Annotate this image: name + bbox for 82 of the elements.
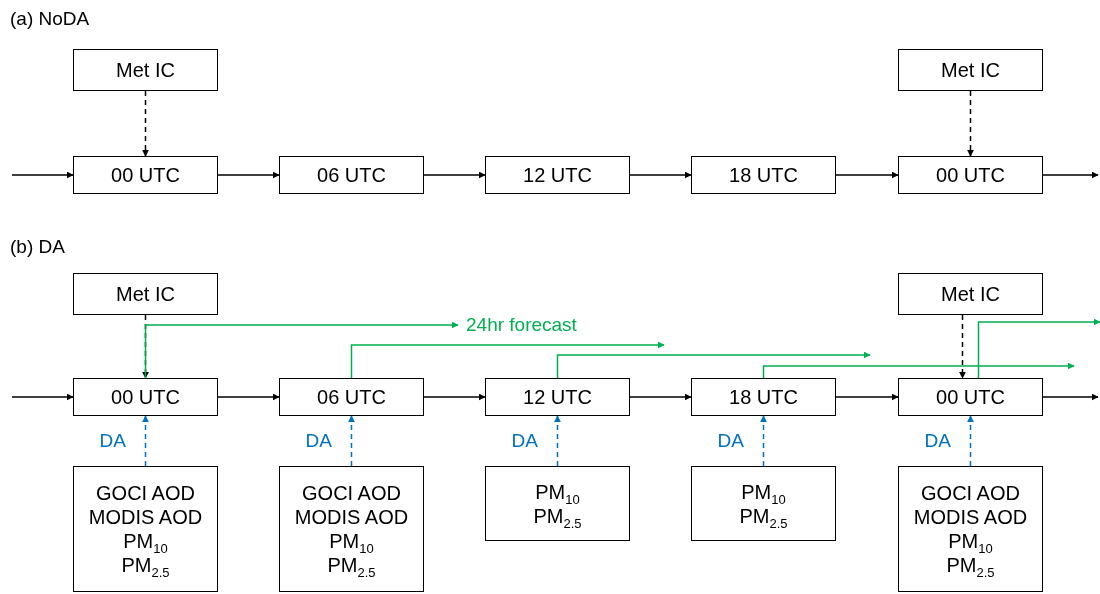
box-text: PM$_{10}$ [123, 529, 168, 553]
edge-label: DA [924, 430, 951, 452]
process-box [898, 466, 1043, 592]
arrow [629, 171, 692, 179]
box-text: PM$_{10}$ [741, 479, 786, 504]
edge-label: DA [717, 430, 744, 452]
arrow [348, 415, 355, 467]
box-text: PM$_{2.5}$ [121, 553, 170, 577]
box-text: PM$_{2.5}$ [739, 504, 788, 528]
box-text: GOCI AOD [302, 481, 401, 505]
box-text: 18 UTC [729, 385, 798, 409]
edge-label: DA [99, 430, 126, 452]
box-text: PM$_{10}$ [948, 529, 993, 553]
process-box [691, 156, 836, 194]
process-box [485, 156, 630, 194]
arrow [556, 351, 871, 379]
edge-label: DA [305, 430, 332, 452]
arrow [350, 341, 665, 379]
process-box [73, 378, 218, 416]
arrow [423, 393, 486, 401]
process-box [73, 273, 218, 315]
panel-label: (a) NoDA [10, 8, 90, 30]
arrow [977, 318, 1100, 379]
box-text: GOCI AOD [96, 481, 195, 505]
arrow [835, 393, 899, 401]
arrow [142, 90, 149, 157]
box-text: 12 UTC [523, 385, 592, 409]
process-box [279, 378, 424, 416]
box-text: Met IC [116, 282, 175, 306]
box-text: Met IC [941, 282, 1000, 306]
arrow [554, 415, 561, 467]
process-box [898, 49, 1043, 91]
box-text: 06 UTC [317, 385, 386, 409]
box-text: MODIS AOD [88, 505, 203, 529]
box-text: PM$_{10}$ [535, 479, 580, 504]
arrow [629, 393, 692, 401]
process-box [691, 378, 836, 416]
arrow [11, 171, 74, 179]
box-text: Met IC [941, 58, 1000, 82]
box-text: 00 UTC [936, 385, 1005, 409]
arrow [142, 415, 149, 467]
arrow [959, 314, 966, 379]
arrow [423, 171, 486, 179]
box-text: Met IC [116, 58, 175, 82]
arrow [835, 171, 899, 179]
panel-label: (b) DA [10, 236, 65, 258]
process-box [691, 466, 836, 541]
process-box [279, 156, 424, 194]
box-text: MODIS AOD [294, 505, 409, 529]
arrow [760, 415, 767, 467]
process-box [279, 466, 424, 592]
arrow [217, 171, 280, 179]
process-box [898, 156, 1043, 194]
arrow [1042, 393, 1099, 401]
process-box [485, 466, 630, 541]
edge-label: DA [511, 430, 538, 452]
box-text: MODIS AOD [913, 505, 1028, 529]
edge-label: 24hr forecast [466, 314, 577, 336]
box-text: PM$_{2.5}$ [946, 553, 995, 577]
box-text: PM$_{2.5}$ [533, 504, 582, 528]
box-text: 00 UTC [111, 163, 180, 187]
box-text: PM$_{10}$ [329, 529, 374, 553]
box-text: 06 UTC [317, 163, 386, 187]
process-box [73, 49, 218, 91]
box-text: 00 UTC [111, 385, 180, 409]
process-box [73, 466, 218, 592]
box-text: PM$_{2.5}$ [327, 553, 376, 577]
process-box [898, 273, 1043, 315]
arrow [144, 321, 459, 379]
process-box [73, 156, 218, 194]
box-text: GOCI AOD [921, 481, 1020, 505]
arrow [217, 393, 280, 401]
arrow [967, 415, 974, 467]
arrow [762, 362, 1075, 379]
arrow [11, 393, 74, 401]
process-box [485, 378, 630, 416]
box-text: 18 UTC [729, 163, 798, 187]
arrow [967, 90, 974, 157]
box-text: 12 UTC [523, 163, 592, 187]
process-box [898, 378, 1043, 416]
arrow [1042, 171, 1099, 179]
box-text: 00 UTC [936, 163, 1005, 187]
